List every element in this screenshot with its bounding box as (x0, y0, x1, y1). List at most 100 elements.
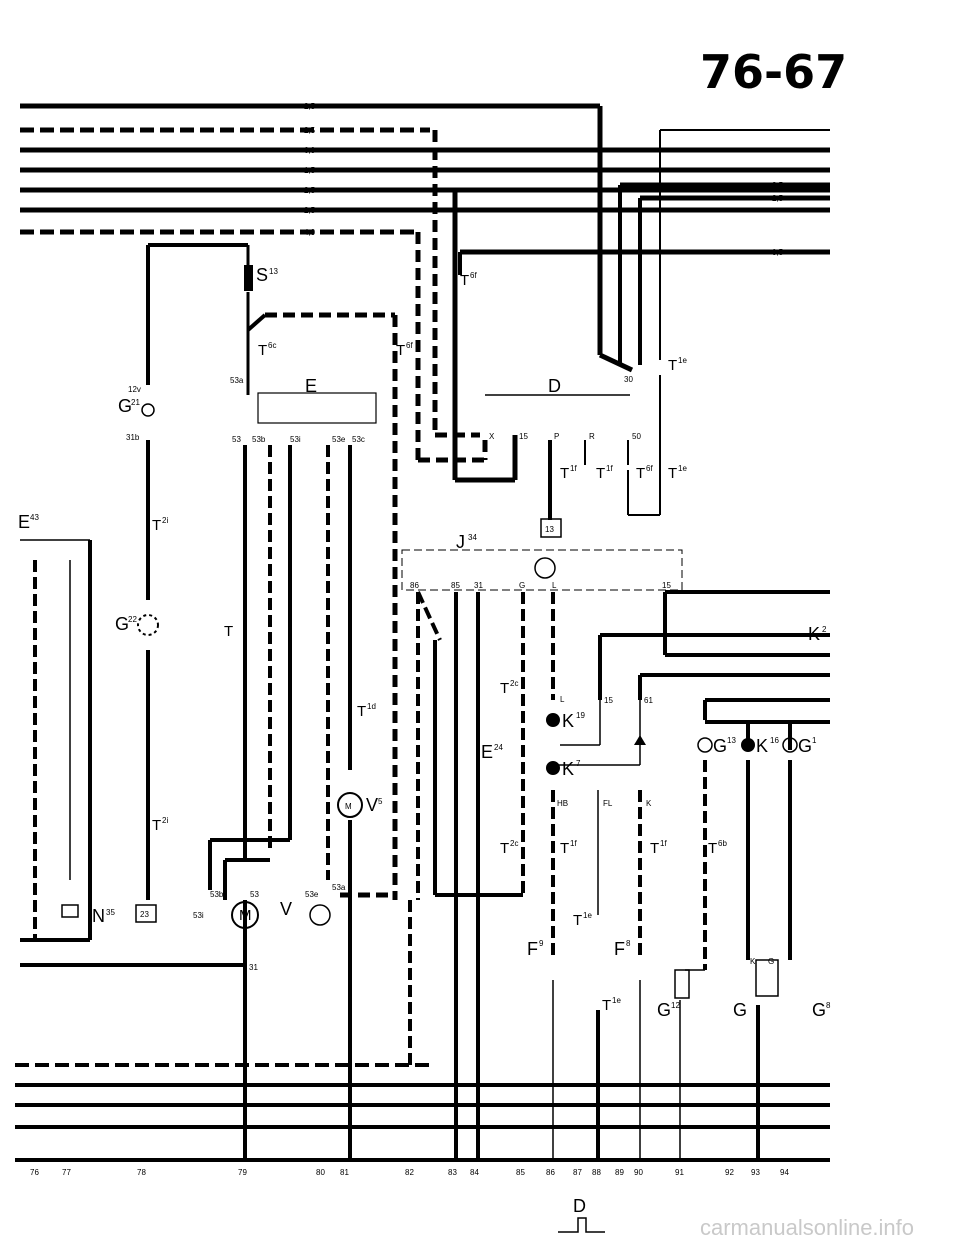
svg-text:6f: 6f (646, 464, 653, 473)
label-wiper-motor-v: V (280, 899, 292, 919)
right-gauges-wiring (674, 698, 830, 1160)
lamp-k16-icon (741, 738, 755, 752)
svg-text:T: T (560, 465, 569, 482)
label-g21: G (118, 396, 132, 416)
label-relay-j34: J (456, 532, 465, 552)
svg-text:53b: 53b (210, 890, 224, 899)
svg-text:53i: 53i (290, 435, 301, 444)
svg-text:31: 31 (474, 581, 483, 590)
svg-text:L: L (552, 581, 557, 590)
svg-text:53c: 53c (352, 435, 365, 444)
svg-text:T: T (258, 342, 267, 359)
svg-text:81: 81 (340, 1168, 349, 1177)
gauge-g13-icon (697, 737, 713, 753)
label-k2: K (808, 624, 820, 644)
svg-text:T: T (500, 680, 509, 697)
svg-text:2c: 2c (510, 839, 518, 848)
svg-text:T: T (560, 840, 569, 857)
svg-text:76: 76 (30, 1168, 39, 1177)
svg-text:77: 77 (62, 1168, 71, 1177)
svg-text:23: 23 (140, 910, 149, 919)
svg-text:2c: 2c (510, 679, 518, 688)
svg-text:35: 35 (106, 908, 115, 917)
svg-text:21: 21 (131, 398, 140, 407)
switch-symbol-icon (558, 1217, 605, 1233)
label-k16: K (756, 736, 768, 756)
svg-text:6f: 6f (470, 271, 477, 280)
svg-text:T: T (668, 357, 677, 374)
svg-text:T: T (460, 272, 469, 289)
svg-text:43: 43 (30, 513, 39, 522)
svg-text:93: 93 (751, 1168, 760, 1177)
svg-text:1f: 1f (570, 839, 577, 848)
svg-text:2,5: 2,5 (304, 186, 316, 195)
label-bottom-symbol-d: D (573, 1196, 586, 1216)
svg-text:79: 79 (238, 1168, 247, 1177)
relay-j34-box (401, 549, 683, 591)
label-g8: G (812, 1000, 826, 1020)
svg-text:5: 5 (378, 797, 383, 806)
svg-text:85: 85 (451, 581, 460, 590)
gauge-g1-icon (782, 737, 798, 753)
svg-text:89: 89 (615, 1168, 624, 1177)
wiper-motor-v-icon (231, 901, 259, 929)
svg-text:2: 2 (822, 625, 827, 634)
svg-text:86: 86 (410, 581, 419, 590)
transistor-icon (534, 557, 556, 579)
svg-text:53a: 53a (332, 883, 346, 892)
washer-pump-v5-icon (337, 792, 363, 818)
svg-text:85: 85 (516, 1168, 525, 1177)
svg-text:7: 7 (576, 759, 581, 768)
svg-text:86: 86 (546, 1168, 555, 1177)
svg-text:1d: 1d (367, 702, 376, 711)
right-feed-lines (458, 106, 830, 516)
svg-text:90: 90 (634, 1168, 643, 1177)
svg-text:53a: 53a (230, 376, 244, 385)
svg-text:12v: 12v (128, 385, 141, 394)
ignition-switch-d-wiring (415, 130, 630, 520)
svg-text:22: 22 (128, 615, 137, 624)
fuse-box-23 (135, 904, 157, 923)
svg-text:R: R (589, 432, 595, 441)
svg-text:T: T (596, 465, 605, 482)
svg-text:P: P (554, 432, 559, 441)
label-e24: E (481, 742, 493, 762)
label-f9: F (527, 939, 538, 959)
svg-text:6c: 6c (268, 341, 276, 350)
svg-text:53: 53 (232, 435, 241, 444)
connector-labels-center: T 2c T 2c T 1f T 1f T 1e T 1e T 6b (500, 679, 727, 1014)
svg-text:6f: 6f (406, 341, 413, 350)
track-numbers: 76 77 78 79 80 81 82 83 84 85 86 87 88 8… (30, 1168, 789, 1177)
bottom-bus-lines (15, 900, 830, 1162)
lamp-k7-icon (546, 761, 560, 775)
left-column-wiring (146, 243, 395, 900)
svg-text:1e: 1e (583, 911, 592, 920)
svg-text:53b: 53b (252, 435, 266, 444)
svg-text:T: T (152, 817, 161, 834)
svg-text:T: T (357, 703, 366, 720)
top-bus-lines (20, 103, 830, 235)
svg-text:T: T (573, 912, 582, 929)
svg-text:83: 83 (448, 1168, 457, 1177)
svg-text:92: 92 (725, 1168, 734, 1177)
svg-text:T: T (602, 997, 611, 1014)
svg-text:30: 30 (624, 375, 633, 384)
svg-text:78: 78 (137, 1168, 146, 1177)
svg-text:2i: 2i (162, 816, 168, 825)
svg-text:1,5: 1,5 (304, 166, 316, 175)
svg-text:1e: 1e (612, 996, 621, 1005)
svg-text:13: 13 (269, 267, 278, 276)
label-k7: K (562, 759, 574, 779)
label-e43: E (18, 512, 30, 532)
svg-text:9: 9 (539, 939, 544, 948)
svg-text:19: 19 (576, 711, 585, 720)
svg-text:53e: 53e (305, 890, 319, 899)
svg-text:1f: 1f (660, 839, 667, 848)
label-s13: S (256, 265, 268, 285)
svg-text:1f: 1f (570, 464, 577, 473)
svg-text:T: T (708, 840, 717, 857)
connector-labels-top: T 1e T 1f T 1f T 6f T 1e (560, 356, 687, 482)
svg-text:1: 1 (812, 736, 817, 745)
svg-text:T: T (500, 840, 509, 857)
